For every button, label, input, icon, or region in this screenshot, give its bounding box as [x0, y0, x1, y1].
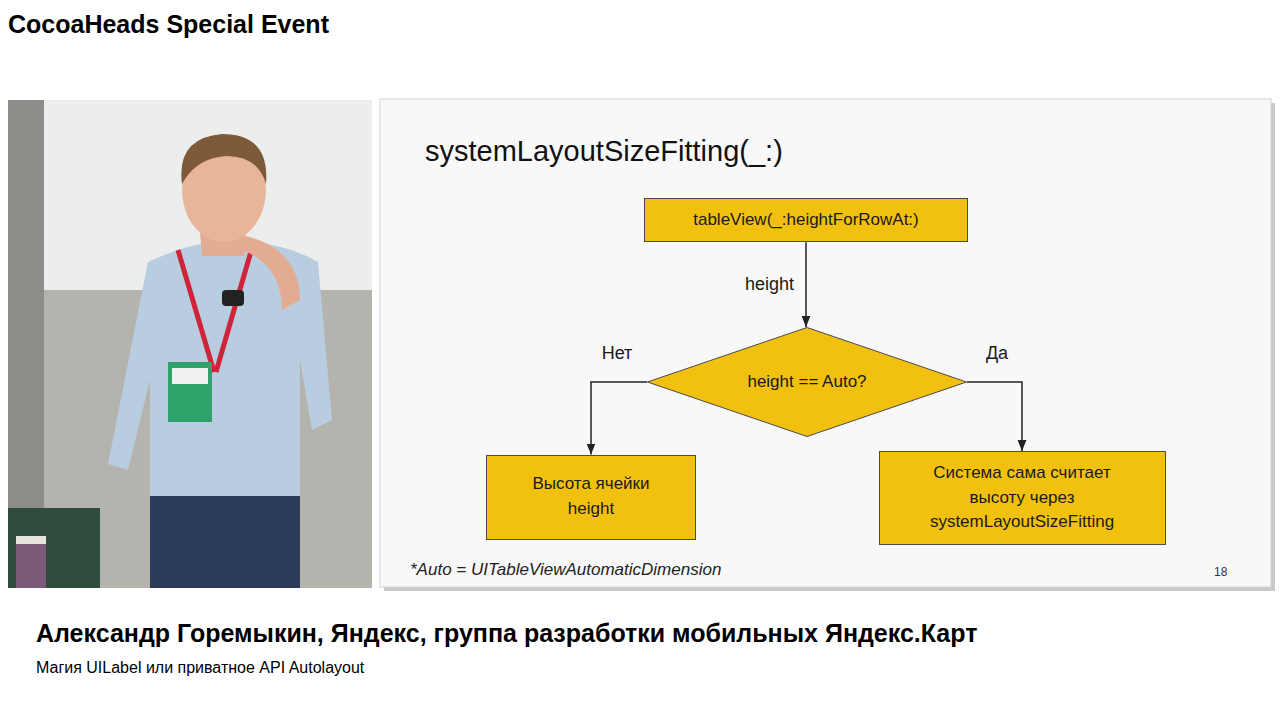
jeans — [150, 496, 300, 588]
flow-arrow — [591, 382, 647, 455]
page-number: 18 — [1214, 565, 1227, 579]
process-box: Система сама считает высоту через system… — [879, 451, 1166, 545]
edge-label: height — [743, 274, 796, 296]
hair — [181, 134, 266, 184]
node-text: tableView(_:heightForRowAt:) — [693, 208, 919, 233]
decision-diamond: height == Auto? — [647, 327, 967, 437]
node-text: Система сама считает высоту через system… — [917, 461, 1127, 535]
node-text: Высота ячейки height — [516, 472, 666, 521]
edge-label: Нет — [600, 343, 635, 365]
cup-rim — [16, 536, 46, 544]
slide-panel — [380, 99, 1271, 587]
watch — [222, 290, 244, 306]
flow-arrow — [805, 242, 807, 327]
speaker-caption: Александр Горемыкин, Яндекс, группа разр… — [36, 618, 977, 648]
flow-arrow — [967, 382, 1022, 451]
lanyard — [178, 250, 214, 372]
chair — [8, 508, 100, 588]
talk-title: Магия UILabel или приватное API Autolayo… — [36, 658, 364, 677]
badge — [168, 362, 212, 422]
badge-plate — [172, 368, 208, 384]
process-box: tableView(_:heightForRowAt:) — [644, 198, 968, 243]
hand — [236, 236, 300, 310]
edge-label: Да — [984, 343, 1010, 365]
diamond-shape — [648, 328, 967, 437]
footnote: *Auto = UITableViewAutomaticDimension — [410, 560, 721, 580]
node-text: height == Auto? — [747, 370, 866, 395]
event-title: CocoaHeads Special Event — [8, 9, 329, 39]
shirt — [108, 241, 332, 500]
slide-title: systemLayoutSizeFitting(_:) — [425, 134, 783, 169]
cup — [16, 536, 46, 588]
process-box: Высота ячейки height — [486, 455, 696, 540]
lanyard — [216, 248, 252, 372]
photo-background — [8, 100, 372, 588]
